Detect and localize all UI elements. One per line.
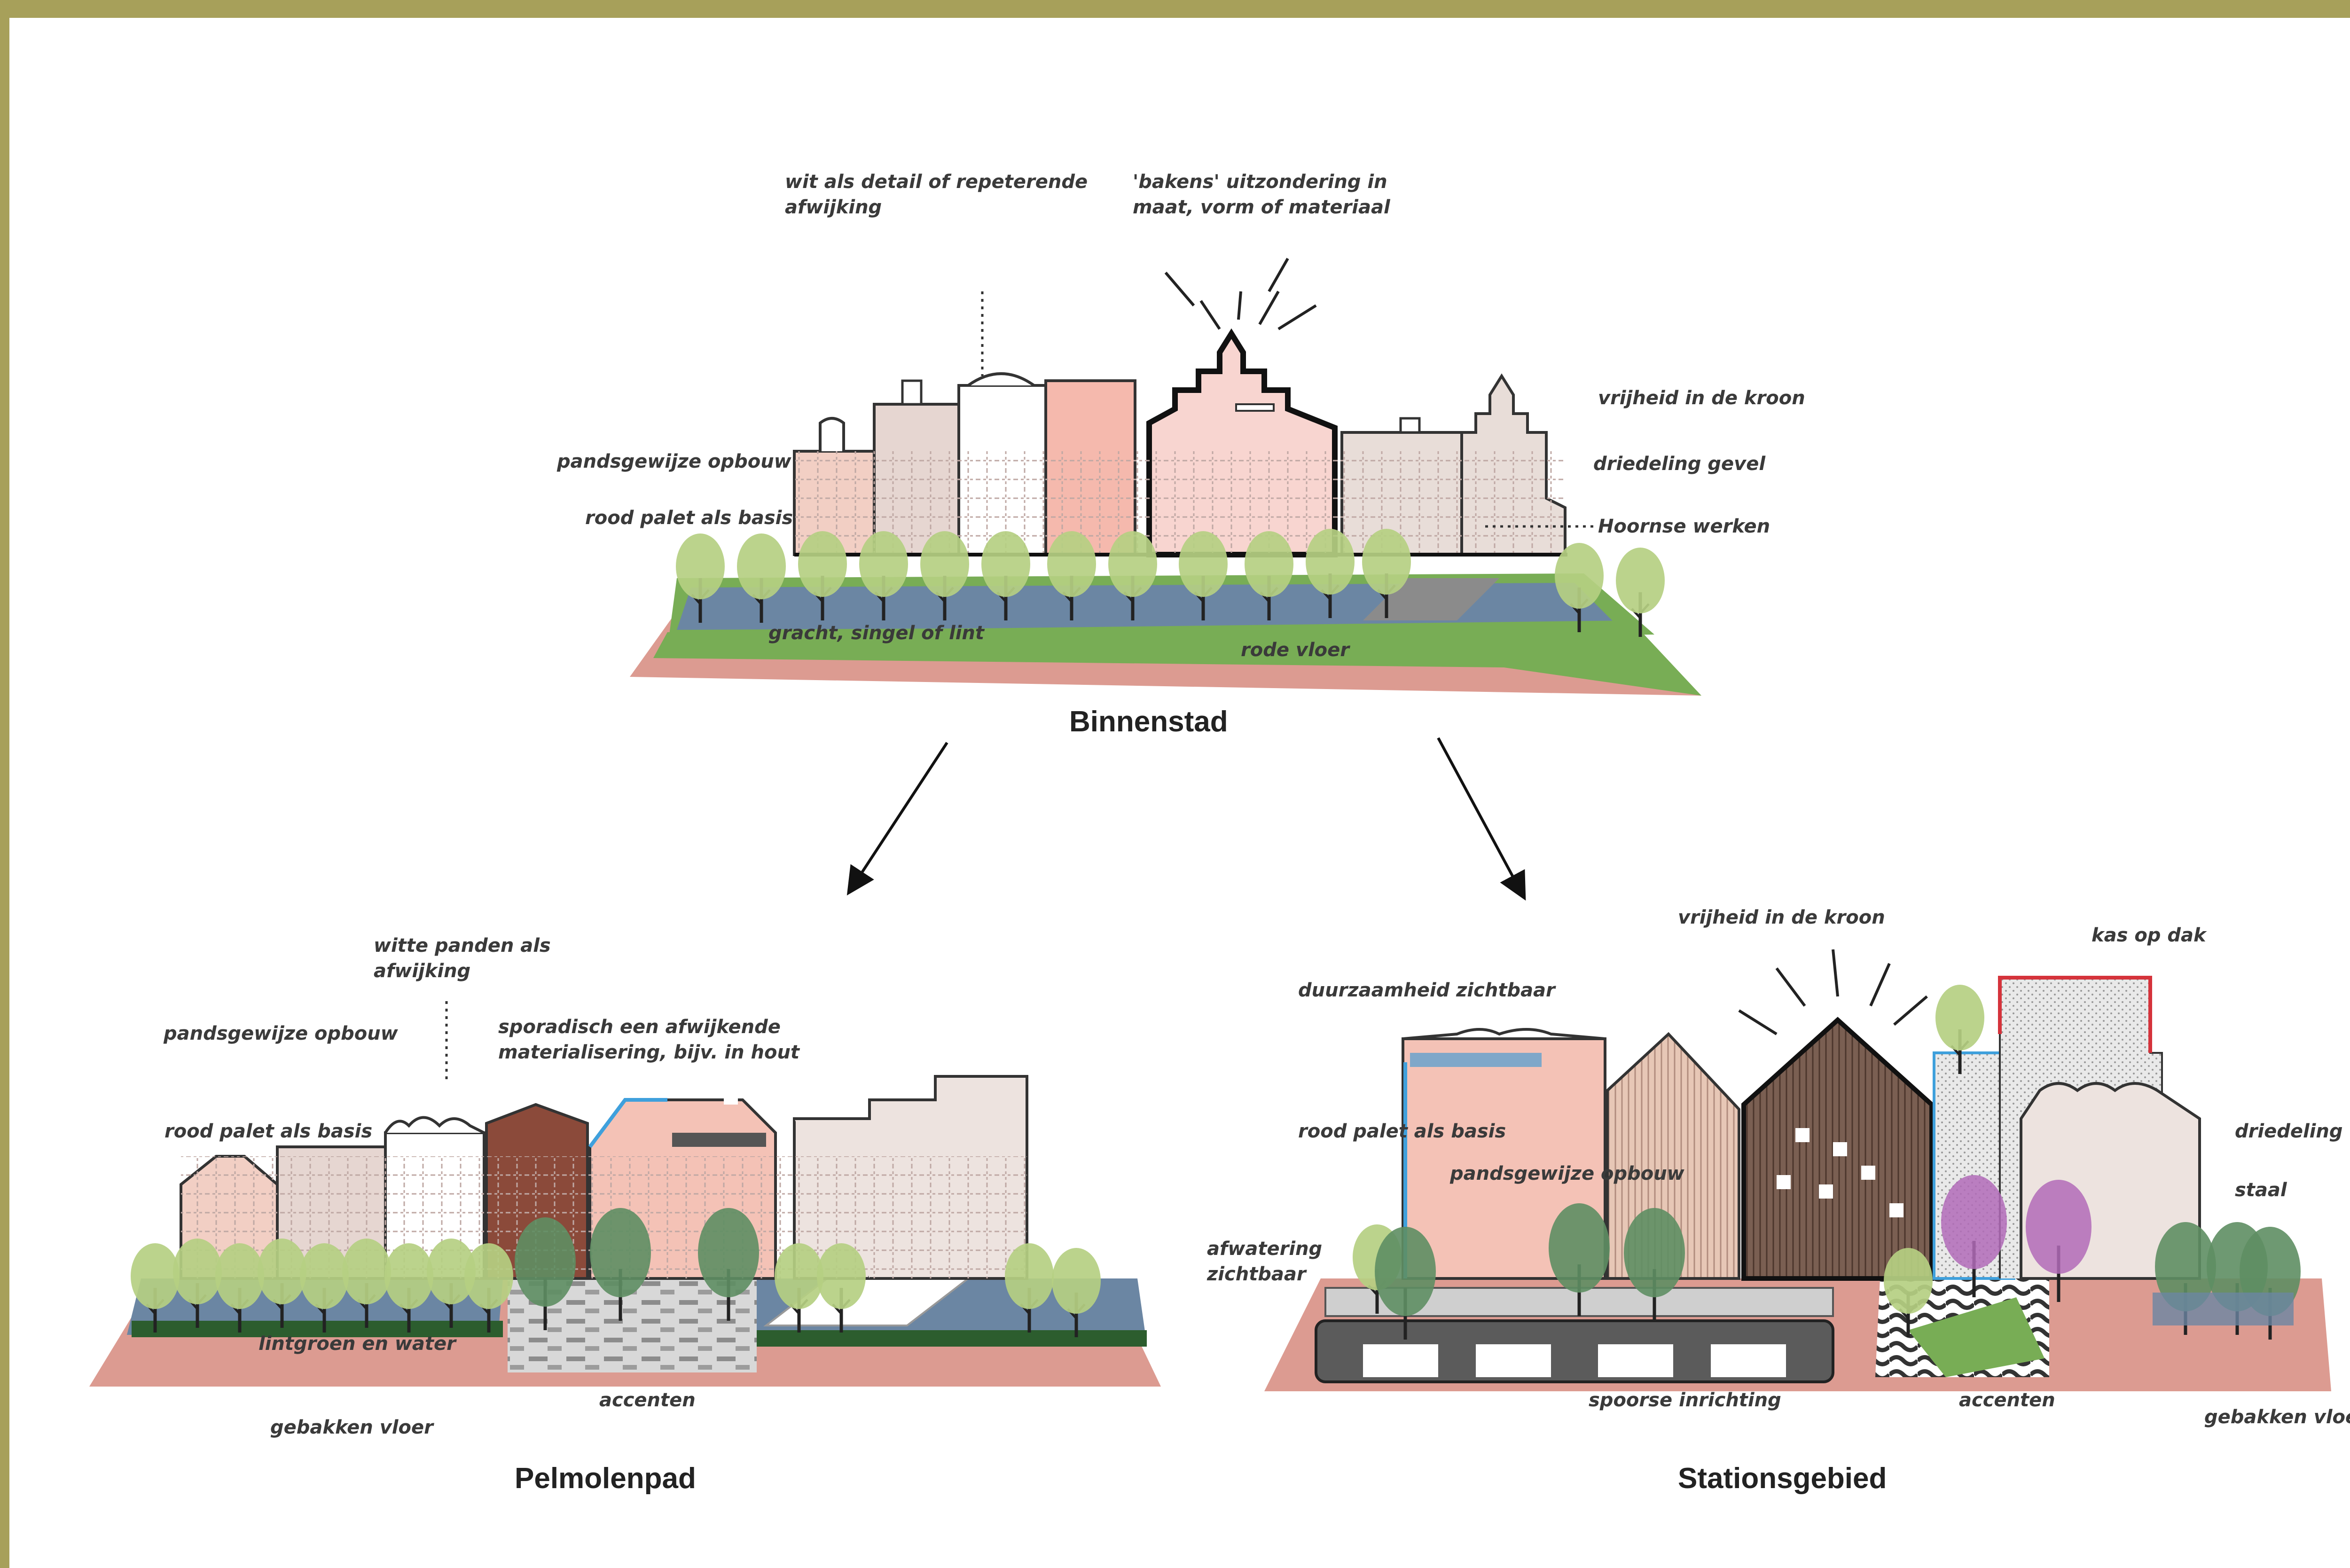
label-duurzaamheid-zichtbaar: duurzaamheid zichtbaar	[1298, 980, 1555, 1001]
label-rood-palet: rood palet als basis	[1298, 1121, 1506, 1142]
title-binnenstad: Binnenstad	[1069, 706, 1228, 738]
label-staal: staal	[2235, 1179, 2287, 1201]
label-rood-palet: rood palet als basis	[164, 1121, 373, 1142]
label-pandsgewijze-opbouw: pandsgewijze opbouw	[1450, 1163, 1684, 1184]
label-gebakken-vloer: gebakken vloer	[2204, 1406, 2350, 1428]
label-witte-panden: witte panden als	[374, 935, 551, 956]
label-driedeling-gevel: driedeling gevel	[1593, 453, 1766, 475]
label-bakens-line2: maat, vorm of materiaal	[1133, 196, 1390, 218]
label-rode-vloer: rode vloer	[1241, 639, 1350, 661]
pelmolenpad-scene	[89, 1001, 1161, 1387]
label-driedeling: driedeling	[2235, 1121, 2343, 1142]
label-gracht: gracht, singel of lint	[768, 622, 985, 644]
stationsgebied-scene	[1264, 949, 2331, 1391]
label-pandsgewijze-opbouw: pandsgewijze opbouw	[164, 1023, 398, 1044]
label-pandsgewijze-opbouw: pandsgewijze opbouw	[557, 451, 791, 472]
label-afwatering: afwatering	[1207, 1238, 1323, 1260]
label-kas-op-dak: kas op dak	[2092, 925, 2206, 946]
label-vrijheid-in-de-kroon: vrijheid in de kroon	[1598, 387, 1805, 409]
label-lintgroen-en-water: lintgroen en water	[258, 1333, 456, 1355]
label-accenten: accenten	[1959, 1389, 2055, 1411]
label-spoorse-inrichting: spoorse inrichting	[1589, 1389, 1781, 1411]
label-accenten: accenten	[599, 1389, 696, 1411]
label-afwatering-line2: zichtbaar	[1207, 1263, 1306, 1285]
label-gebakken-vloer: gebakken vloer	[270, 1417, 433, 1438]
title-stationsgebied: Stationsgebied	[1678, 1462, 1887, 1495]
label-sporadisch: sporadisch een afwijkende	[498, 1016, 781, 1038]
label-hoornse-werken: Hoornse werken	[1598, 516, 1770, 537]
binnenstad-scene	[630, 258, 1701, 901]
title-pelmolenpad: Pelmolenpad	[515, 1462, 696, 1495]
label-bakens: 'bakens' uitzondering in	[1133, 171, 1387, 193]
label-vrijheid-in-de-kroon: vrijheid in de kroon	[1678, 907, 1885, 928]
label-sporadisch-line2: materialisering, bijv. in hout	[498, 1042, 800, 1063]
label-rood-palet: rood palet als basis	[585, 507, 793, 529]
label-wit-als-detail: wit als detail of repeterende	[785, 171, 1088, 193]
label-wit-als-detail-line2: afwijking	[785, 196, 882, 218]
label-witte-panden-line2: afwijking	[374, 960, 471, 982]
